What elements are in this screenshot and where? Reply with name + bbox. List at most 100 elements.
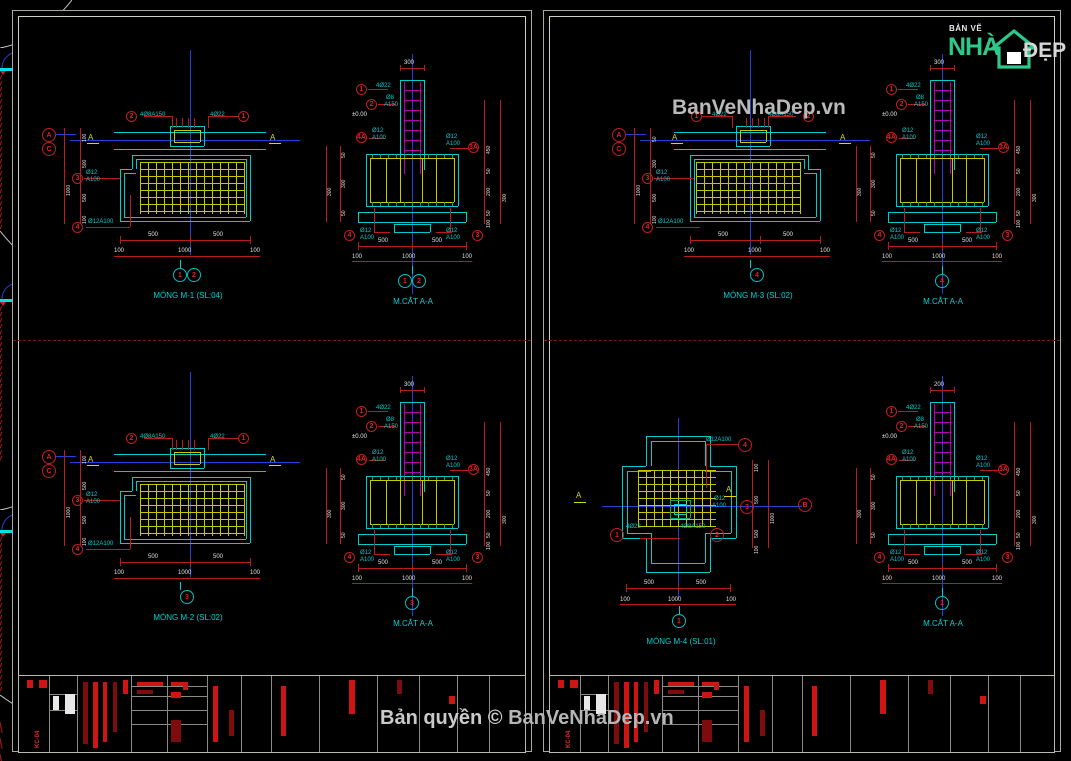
section-m4-dimb-line2 — [882, 583, 1002, 584]
section-m4-footing-bottom — [896, 528, 988, 529]
section-m3-lean-top — [888, 212, 996, 213]
title-block-text-bar — [171, 692, 181, 698]
plan-m2-inner-bottom — [124, 539, 246, 540]
section-m3-cage-bar-3 — [966, 158, 967, 202]
title-block-text-bar — [702, 720, 712, 742]
section-m1-label-c3Ab: A100 — [446, 141, 461, 147]
section-m2-hook-b-0 — [372, 524, 373, 528]
plan-m2-leader-3 — [84, 500, 120, 501]
section-m1-dimr-total: 300 — [502, 193, 508, 202]
plan-m1-inner-step — [124, 173, 136, 174]
section-m3-leader-c1 — [898, 89, 918, 90]
plan-m1-col-stirrup-top — [174, 130, 200, 131]
title-block-divider — [167, 676, 168, 752]
section-m2-hook-b-8 — [436, 524, 437, 528]
mesh-bar-h — [140, 512, 244, 513]
plan-m1-leader-3 — [84, 178, 120, 179]
section-m2-dowel-r — [450, 530, 451, 554]
section-m3-label-c3b: A100 — [976, 235, 991, 241]
plan-m1-outline-l2 — [120, 169, 121, 221]
plan-m1-axis-v — [190, 50, 191, 255]
section-m1-diml-2: 50 — [341, 210, 347, 216]
section-m3-coldim-t1 — [930, 65, 931, 71]
plan-m3-grid-leader — [626, 134, 646, 135]
section-m2-hook-1 — [380, 476, 381, 480]
section-m1-dimbo-2: 100 — [462, 254, 473, 260]
section-m2-title: M.CẮT A-A — [393, 619, 433, 628]
section-m4-label-c3b: A100 — [976, 557, 991, 563]
title-block-text-bar — [558, 680, 564, 688]
section-m3-label-c4b: A100 — [890, 235, 905, 241]
plan-m4-rebar-mesh — [638, 470, 716, 527]
title-block-rule — [580, 710, 608, 711]
section-m2-dimb-line2 — [352, 583, 472, 584]
section-m1-hook-6 — [420, 154, 421, 158]
mesh-bar-v — [148, 162, 149, 214]
plan-m2-dim-left-3: 100 — [82, 537, 88, 546]
section-m3-hook-b-7 — [958, 202, 959, 206]
section-m1-hook-7 — [428, 154, 429, 158]
section-m2-col-left — [400, 402, 401, 492]
section-m4-bubble-2: 2 — [896, 421, 907, 432]
mesh-bar-h — [638, 505, 716, 506]
plan-m2-section-mark-left-underline — [87, 465, 99, 466]
plan-m1-dim-bottom-0: 500 — [148, 232, 159, 238]
section-m4-dimr-1: 50 — [1016, 490, 1022, 496]
plan-m3-bubble-4: 4 — [642, 222, 653, 233]
plan-m1-dim-left-total: 1000 — [66, 184, 72, 196]
mesh-bar-v — [228, 162, 229, 214]
plan-m4-marker-1: 1 — [672, 614, 686, 628]
section-m2-cage-bar-3 — [436, 480, 437, 524]
section-m1-coldim-line — [400, 68, 425, 69]
section-m1-dimr-3: 50 — [486, 210, 492, 216]
section-m4-col-stirrup-0 — [934, 412, 950, 413]
section-m1-label-c4Aa: Ø12 — [372, 128, 384, 134]
title-block-text-bar — [654, 680, 659, 694]
plan-m2-dimline-left-2 — [64, 450, 65, 546]
plan-m3-inner-top — [694, 159, 804, 160]
title-block-divider — [131, 676, 132, 752]
section-m3-hook-b-6 — [950, 202, 951, 206]
mesh-bar-h — [140, 498, 244, 499]
plan-m1-grid-leader — [56, 134, 76, 135]
section-m1-coldim-t1 — [400, 65, 401, 71]
title-block-divider — [950, 676, 951, 752]
section-m1-diml-1: 300 — [341, 179, 347, 188]
panel-divider-left — [13, 340, 531, 341]
section-m2-dimr-3: 50 — [486, 532, 492, 538]
plan-m1-col-r — [204, 126, 205, 146]
plan-m2-dimtick-b2 — [190, 558, 191, 566]
section-m3-hook-1 — [910, 154, 911, 158]
section-m2-lean-top — [358, 534, 466, 535]
plan-m2-label-1: 4Ø22 — [210, 434, 225, 440]
section-m1-dimb-t1 — [358, 242, 359, 250]
section-m4-hook-0 — [902, 476, 903, 480]
plan-m1-beam-top-1 — [114, 132, 266, 133]
mesh-bar-v — [156, 484, 157, 536]
plan-m2-col-stirrup-top — [174, 452, 200, 453]
section-m3-hook-4 — [934, 154, 935, 158]
section-m2-hook-6 — [420, 476, 421, 480]
plan-m3-inner-r — [694, 159, 695, 217]
plan-m1-col-stirrup-bot — [174, 142, 200, 143]
mesh-bar-v — [220, 162, 221, 214]
section-m1-hook-b-3 — [396, 202, 397, 206]
section-m4-col-stirrup-4 — [934, 452, 950, 453]
title-block-text-bar — [83, 682, 88, 744]
plan-m2-label-3b: A100 — [86, 499, 101, 505]
section-m1-lean-left — [358, 212, 359, 222]
plan-m3-bubble-2: 2 — [803, 111, 814, 122]
mesh-bar-h — [638, 491, 716, 492]
plan-m3-outline-top — [690, 155, 808, 156]
plan-m1-col-l — [170, 126, 171, 146]
section-m3-footing-bottom — [896, 206, 988, 207]
title-block-divider — [49, 676, 50, 752]
section-m4-dimb-0: 500 — [908, 560, 919, 566]
section-m1-label-c4b: A100 — [360, 235, 375, 241]
section-m1-lean-bottom — [358, 222, 466, 223]
section-m3-dim-left-line2 — [856, 146, 857, 222]
title-block-text-bar — [449, 696, 455, 704]
watermark-center: BanVeNhaDep.vn — [672, 96, 846, 119]
section-m2-hook-b-3 — [396, 524, 397, 528]
section-m1-diml-total: 300 — [327, 187, 333, 196]
